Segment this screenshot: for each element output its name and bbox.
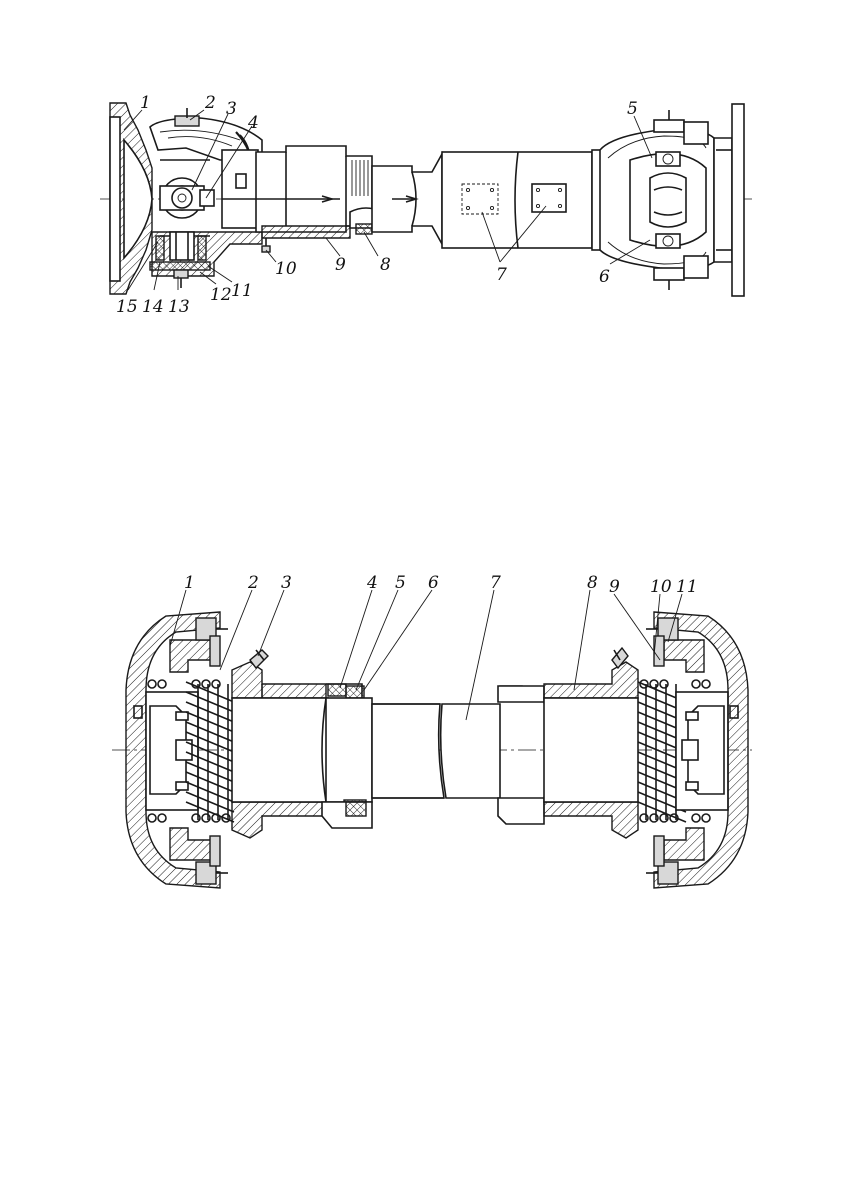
fig1-callout-13: 13 <box>168 297 190 317</box>
fig1-splined-sleeve <box>221 145 383 253</box>
fig2-left-housing <box>125 611 221 889</box>
fig2-left-hub <box>133 691 199 811</box>
fig2-left-bolts <box>195 617 228 885</box>
fig2-callout-6: 6 <box>428 573 439 593</box>
fig2-callout-1: 1 <box>184 573 195 593</box>
fig1-callout-10: 10 <box>275 259 297 279</box>
fig1-callout-15: 15 <box>116 297 138 317</box>
fig1-spline-teeth <box>351 160 369 196</box>
fig2-callout-labels: 1 2 3 4 5 6 7 8 9 10 11 <box>184 573 698 597</box>
fig1-callout-14: 14 <box>142 297 164 317</box>
fig2-callout-7: 7 <box>490 573 501 593</box>
fig2-callout-2: 2 <box>247 573 259 593</box>
fig2-callout-10: 10 <box>650 577 672 597</box>
fig2-callout-3: 3 <box>281 573 292 593</box>
fig1-callout-11: 11 <box>231 281 253 301</box>
fig2-left-springs <box>147 679 235 823</box>
fig1-shaft <box>371 150 443 248</box>
fig2-callout-9: 9 <box>609 577 620 597</box>
figure-1-cardan-shaft: 1 2 3 4 5 6 7 8 9 10 11 12 13 14 15 <box>100 93 752 317</box>
fig1-callout-labels: 1 2 3 4 5 6 7 8 9 10 11 12 13 14 15 <box>116 93 638 317</box>
fig2-callout-8: 8 <box>587 573 598 593</box>
fig1-callout-7: 7 <box>496 265 507 285</box>
fig2-shaft <box>371 703 501 799</box>
fig1-callout-8: 8 <box>380 255 391 275</box>
fig1-tube <box>441 151 593 249</box>
fig1-callout-1: 1 <box>140 93 151 113</box>
fig1-left-flange <box>109 102 153 295</box>
fig1-callout-6: 6 <box>599 267 610 287</box>
fig1-right-yoke <box>591 110 715 290</box>
fig1-lower-housing-section <box>149 231 263 288</box>
fig1-balance-plate-2 <box>531 183 567 213</box>
fig1-callout-12: 12 <box>210 285 232 305</box>
fig1-callout-9: 9 <box>335 255 346 275</box>
fig2-left-sleeve <box>231 649 373 839</box>
fig1-callout-3: 3 <box>226 99 237 119</box>
fig1-callout-4: 4 <box>247 113 259 133</box>
fig1-balance-plate-1 <box>461 183 499 215</box>
fig1-left-spider <box>159 159 215 237</box>
fig2-right-sleeve <box>497 646 639 839</box>
fig1-leaders <box>123 109 653 291</box>
fig1-callout-5: 5 <box>627 99 638 119</box>
fig2-leaders <box>169 589 683 721</box>
figure-2-coupling-section: 1 2 3 4 5 6 7 8 9 10 11 <box>112 573 752 889</box>
fig2-callout-11: 11 <box>676 577 698 597</box>
fig1-callout-2: 2 <box>204 93 216 113</box>
fig2-callout-4: 4 <box>366 573 378 593</box>
fig2-callout-5: 5 <box>395 573 406 593</box>
fig2-right-hub <box>675 691 739 811</box>
fig1-right-flange <box>713 103 745 297</box>
